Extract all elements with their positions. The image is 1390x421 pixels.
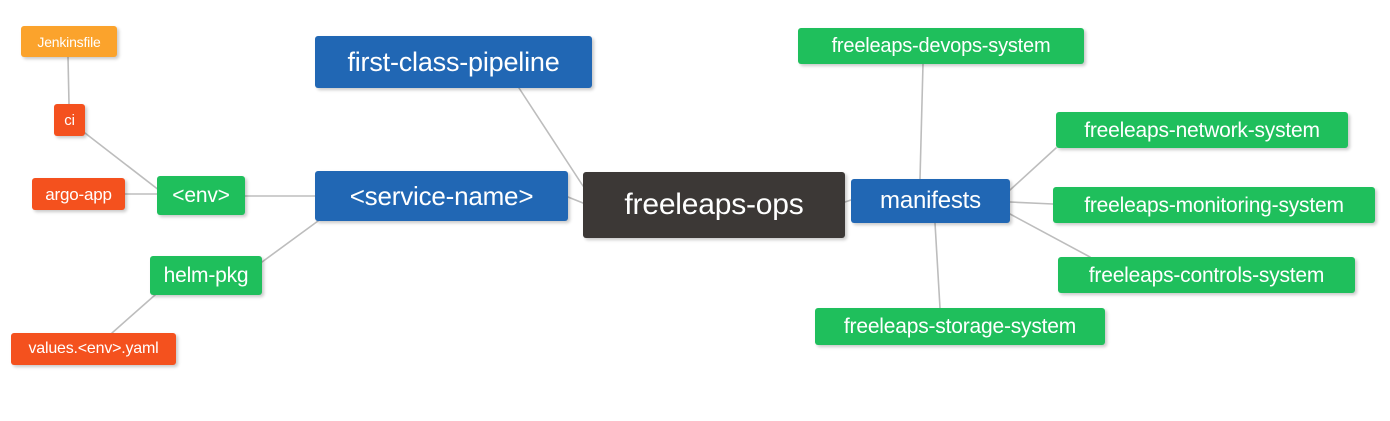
edge-service-name-to-helm-pkg bbox=[261, 220, 319, 263]
node-label-freeleaps-monitoring-system: freeleaps-monitoring-system bbox=[1084, 193, 1344, 217]
node-first-class-pipeline[interactable]: first-class-pipeline bbox=[315, 36, 592, 88]
node-freeleaps-ops[interactable]: freeleaps-ops bbox=[583, 172, 845, 238]
node-label-helm-pkg: helm-pkg bbox=[163, 264, 249, 287]
node-ci[interactable]: ci bbox=[54, 104, 85, 136]
node-label-service-name: <service-name> bbox=[349, 181, 534, 211]
node-label-freeleaps-ops: freeleaps-ops bbox=[624, 188, 804, 221]
node-label-first-class-pipeline: first-class-pipeline bbox=[347, 46, 560, 77]
node-label-freeleaps-storage-system: freeleaps-storage-system bbox=[843, 315, 1077, 338]
edge-ci-to-jenkinsfile bbox=[67, 56, 70, 105]
node-manifests[interactable]: manifests bbox=[851, 179, 1010, 223]
node-label-freeleaps-network-system: freeleaps-network-system bbox=[1084, 118, 1320, 142]
node-freeleaps-devops-system[interactable]: freeleaps-devops-system bbox=[798, 28, 1084, 64]
node-freeleaps-network-system[interactable]: freeleaps-network-system bbox=[1056, 112, 1348, 148]
node-freeleaps-monitoring-system[interactable]: freeleaps-monitoring-system bbox=[1053, 187, 1375, 223]
node-label-jenkinsfile: Jenkinsfile bbox=[37, 33, 101, 50]
node-values-yaml[interactable]: values.<env>.yaml bbox=[11, 333, 176, 365]
edge-manifests-to-freeleaps-network-system bbox=[1009, 147, 1057, 191]
node-service-name[interactable]: <service-name> bbox=[315, 171, 568, 221]
edge-manifests-to-freeleaps-devops-system bbox=[919, 63, 924, 180]
edge-manifests-to-freeleaps-storage-system bbox=[934, 222, 941, 309]
node-label-ci: ci bbox=[64, 111, 75, 129]
node-env[interactable]: <env> bbox=[157, 176, 245, 215]
node-jenkinsfile[interactable]: Jenkinsfile bbox=[21, 26, 117, 57]
node-label-freeleaps-devops-system: freeleaps-devops-system bbox=[831, 35, 1051, 57]
edge-freeleaps-ops-to-service-name bbox=[567, 196, 584, 204]
node-label-manifests: manifests bbox=[880, 187, 981, 214]
node-label-env: <env> bbox=[172, 184, 230, 207]
node-label-argo-app: argo-app bbox=[45, 184, 112, 204]
node-freeleaps-storage-system[interactable]: freeleaps-storage-system bbox=[815, 308, 1105, 345]
node-helm-pkg[interactable]: helm-pkg bbox=[150, 256, 262, 295]
node-freeleaps-controls-system[interactable]: freeleaps-controls-system bbox=[1058, 257, 1355, 293]
node-label-values-yaml: values.<env>.yaml bbox=[28, 340, 159, 357]
node-label-freeleaps-controls-system: freeleaps-controls-system bbox=[1088, 263, 1325, 287]
node-argo-app[interactable]: argo-app bbox=[32, 178, 125, 210]
edge-manifests-to-freeleaps-monitoring-system bbox=[1009, 201, 1054, 205]
edge-helm-pkg-to-values-yaml bbox=[111, 294, 156, 334]
